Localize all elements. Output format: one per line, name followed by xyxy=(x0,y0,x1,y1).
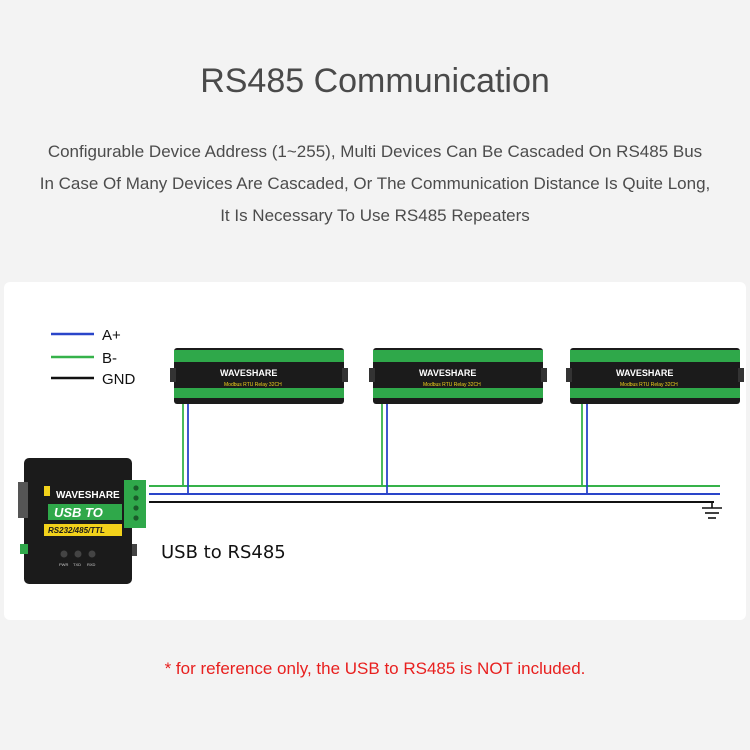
converter-line1: USB TO xyxy=(54,505,103,520)
relay-subtitle: Modbus RTU Relay 32CH xyxy=(423,382,481,388)
terminal-block xyxy=(124,480,146,528)
bus-drops xyxy=(182,402,588,494)
converter-line2: RS232/485/TTL xyxy=(48,526,105,535)
converter-brand: WAVESHARE xyxy=(56,490,120,501)
ground-symbol xyxy=(702,502,722,519)
relay-subtitle: Modbus RTU Relay 32CH xyxy=(620,382,678,388)
converter-label: USB to RS485 xyxy=(161,542,286,563)
relay-brand: WAVESHARE xyxy=(616,368,673,378)
led-rxd-label: RXD xyxy=(87,562,96,567)
relay-module-1: WAVESHARE Modbus RTU Relay 32CH xyxy=(170,348,348,404)
relay-brand: WAVESHARE xyxy=(419,368,476,378)
description-line-3: It Is Necessary To Use RS485 Repeaters xyxy=(220,206,530,225)
usb-converter: WAVESHARE USB TO RS232/485/TTL PWR TXD R… xyxy=(18,458,146,584)
legend: A+ B- GND xyxy=(51,327,136,388)
converter-leds: PWR TXD RXD xyxy=(59,550,96,567)
relay-subtitle: Modbus RTU Relay 32CH xyxy=(224,382,282,388)
led-txd-label: TXD xyxy=(73,562,81,567)
relay-module-3: WAVESHARE Modbus RTU Relay 32CH xyxy=(566,348,744,404)
led-pwr-label: PWR xyxy=(59,562,68,567)
wiring-diagram: A+ B- GND xyxy=(18,327,744,584)
legend-label-b: B- xyxy=(102,350,117,367)
description-line-1: Configurable Device Address (1~255), Mul… xyxy=(47,142,703,161)
footnote: * for reference only, the USB to RS485 i… xyxy=(164,659,586,678)
diagram-panel: A+ B- GND xyxy=(4,282,746,620)
description-line-2: In Case Of Many Devices Are Cascaded, Or… xyxy=(39,174,711,193)
db9-connector xyxy=(18,482,28,518)
relay-module-2: WAVESHARE Modbus RTU Relay 32CH xyxy=(369,348,547,404)
page-title: RS485 Communication xyxy=(200,62,550,100)
legend-label-a: A+ xyxy=(102,327,121,344)
description: Configurable Device Address (1~255), Mul… xyxy=(0,136,750,232)
relay-brand: WAVESHARE xyxy=(220,368,277,378)
rs485-bus xyxy=(149,485,722,519)
legend-label-gnd: GND xyxy=(102,371,136,388)
